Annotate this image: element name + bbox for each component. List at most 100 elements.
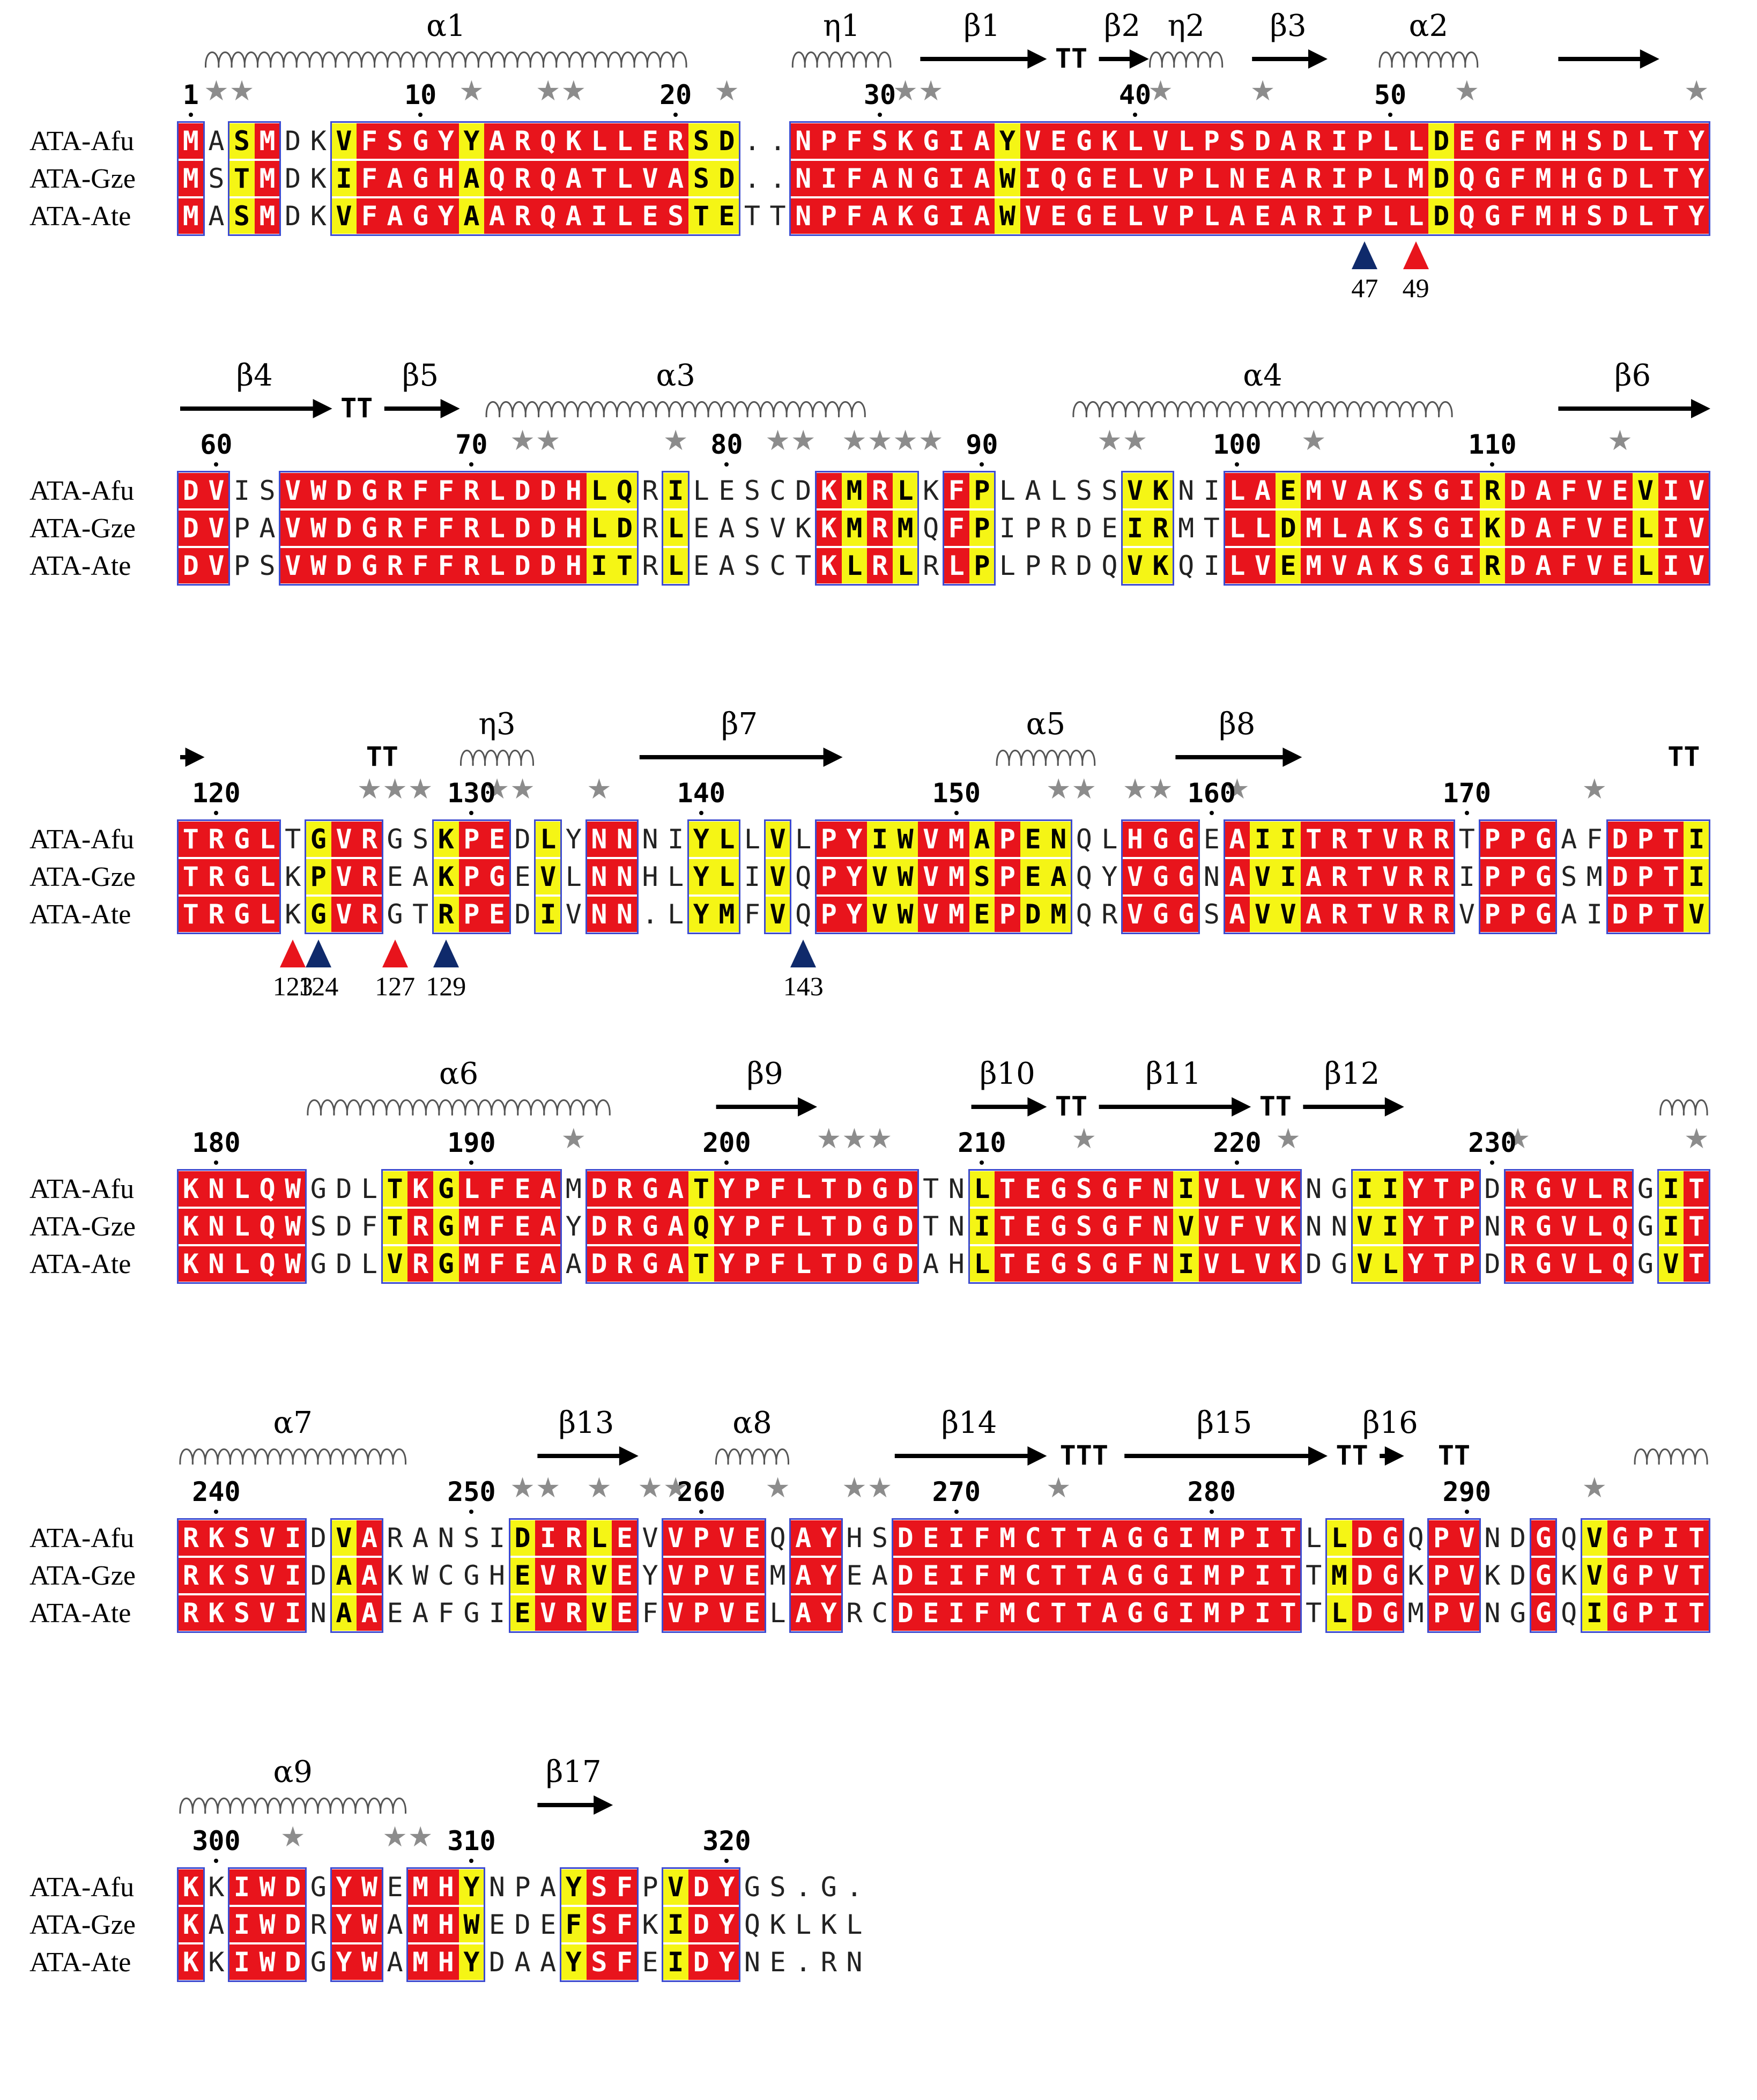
residue: Y xyxy=(1684,123,1709,159)
residue: A xyxy=(1530,511,1556,546)
residue: L xyxy=(1224,1171,1250,1207)
residue: L xyxy=(229,1209,255,1244)
residue: Q xyxy=(744,1909,761,1940)
residue: A xyxy=(1561,899,1577,930)
residue: K xyxy=(208,1947,225,1978)
ss-element-label: β8 xyxy=(1219,707,1256,742)
residue: T xyxy=(1684,1558,1709,1593)
residue: P xyxy=(458,897,485,932)
residue: P xyxy=(1428,1595,1454,1631)
residue: G xyxy=(407,123,433,159)
residue: H xyxy=(561,548,587,583)
residue: V xyxy=(254,1595,280,1631)
residue: L xyxy=(1122,198,1148,234)
residue: Y xyxy=(458,123,485,159)
residue: N xyxy=(948,1211,965,1242)
residue: G xyxy=(1096,1209,1123,1244)
residue: K xyxy=(178,1246,204,1282)
residue: W xyxy=(458,1907,485,1942)
residue: F xyxy=(1505,123,1531,159)
residue: D xyxy=(535,511,561,546)
residue: K xyxy=(1147,473,1174,508)
tick-dot xyxy=(724,1160,729,1165)
residue: I xyxy=(1658,548,1684,583)
residue: Y xyxy=(841,859,868,894)
residue: F xyxy=(1586,824,1603,855)
residue: F xyxy=(407,511,433,546)
residue: P xyxy=(995,822,1020,857)
residue: M xyxy=(1326,1558,1352,1593)
residue: E xyxy=(612,1520,637,1556)
residue: L xyxy=(1326,1520,1352,1556)
residue: V xyxy=(1556,1209,1582,1244)
conservation-star: ★ xyxy=(790,425,816,457)
residue: W xyxy=(357,1907,382,1942)
residue: I xyxy=(944,1558,969,1593)
residue: G xyxy=(463,1598,480,1629)
residue: G xyxy=(918,161,944,196)
residue: E xyxy=(1607,473,1633,508)
residue: V xyxy=(1122,548,1148,583)
residue: R xyxy=(458,473,485,508)
residue: P xyxy=(995,859,1020,894)
residue: A xyxy=(1224,198,1250,234)
turn-label: TT xyxy=(1437,1440,1471,1471)
residue: P xyxy=(816,897,842,932)
residue: Y xyxy=(688,822,714,857)
residue: H xyxy=(488,1560,506,1591)
residue: P xyxy=(688,1520,714,1556)
residue: W xyxy=(254,1907,280,1942)
residue: I xyxy=(663,1907,688,1942)
residue: G xyxy=(1530,1595,1556,1631)
residue: C xyxy=(438,1560,454,1591)
residue: K xyxy=(892,123,918,159)
residue: I xyxy=(1458,861,1475,892)
ss-element-label: α7 xyxy=(273,1406,313,1440)
residue: E xyxy=(509,1558,536,1593)
residue: Y xyxy=(714,1209,740,1244)
residue: Q xyxy=(254,1246,280,1282)
conservation-star: ★ xyxy=(1301,425,1326,457)
residue: S xyxy=(586,1944,612,1980)
residue: T xyxy=(412,899,429,930)
residue: D xyxy=(509,473,536,508)
residue: Q xyxy=(1561,1522,1577,1554)
residue: E xyxy=(642,1947,658,1978)
residue: M xyxy=(1199,1595,1225,1631)
residue: K xyxy=(178,1907,204,1942)
residue: F xyxy=(407,473,433,508)
residue: A xyxy=(1275,161,1301,196)
residue: S xyxy=(412,824,429,855)
residue-number: 190 xyxy=(447,1127,496,1158)
residue: G xyxy=(1607,1520,1633,1556)
conservation-star: ★ xyxy=(637,1472,663,1504)
residue: M xyxy=(178,161,204,196)
residue: G xyxy=(1377,1520,1403,1556)
tick-dot xyxy=(980,462,984,467)
residue: T xyxy=(1658,822,1684,857)
residue: G xyxy=(306,822,331,857)
residue: Q xyxy=(612,473,637,508)
residue: L xyxy=(1173,123,1199,159)
residue: M xyxy=(1301,548,1326,583)
marker-position-label: 127 xyxy=(375,971,416,1001)
residue: R xyxy=(1301,198,1326,234)
residue: R xyxy=(178,1558,204,1593)
residue: G xyxy=(433,1209,459,1244)
residue: S xyxy=(1403,548,1429,583)
residue: K xyxy=(1275,1171,1301,1207)
residue: D xyxy=(310,1560,327,1591)
residue: D xyxy=(331,511,357,546)
residue: A xyxy=(331,1558,357,1593)
residue: N xyxy=(892,161,918,196)
residue: A xyxy=(1224,822,1250,857)
conservation-star: ★ xyxy=(280,1821,306,1853)
conservation-star: ★ xyxy=(918,425,944,457)
residue: L xyxy=(1633,161,1658,196)
turn-label: TT xyxy=(340,393,373,424)
residue: I xyxy=(1586,899,1603,930)
residue: F xyxy=(1122,1246,1148,1282)
residue: K xyxy=(1147,548,1174,583)
residue: N xyxy=(612,859,637,894)
residue: V xyxy=(280,511,306,546)
